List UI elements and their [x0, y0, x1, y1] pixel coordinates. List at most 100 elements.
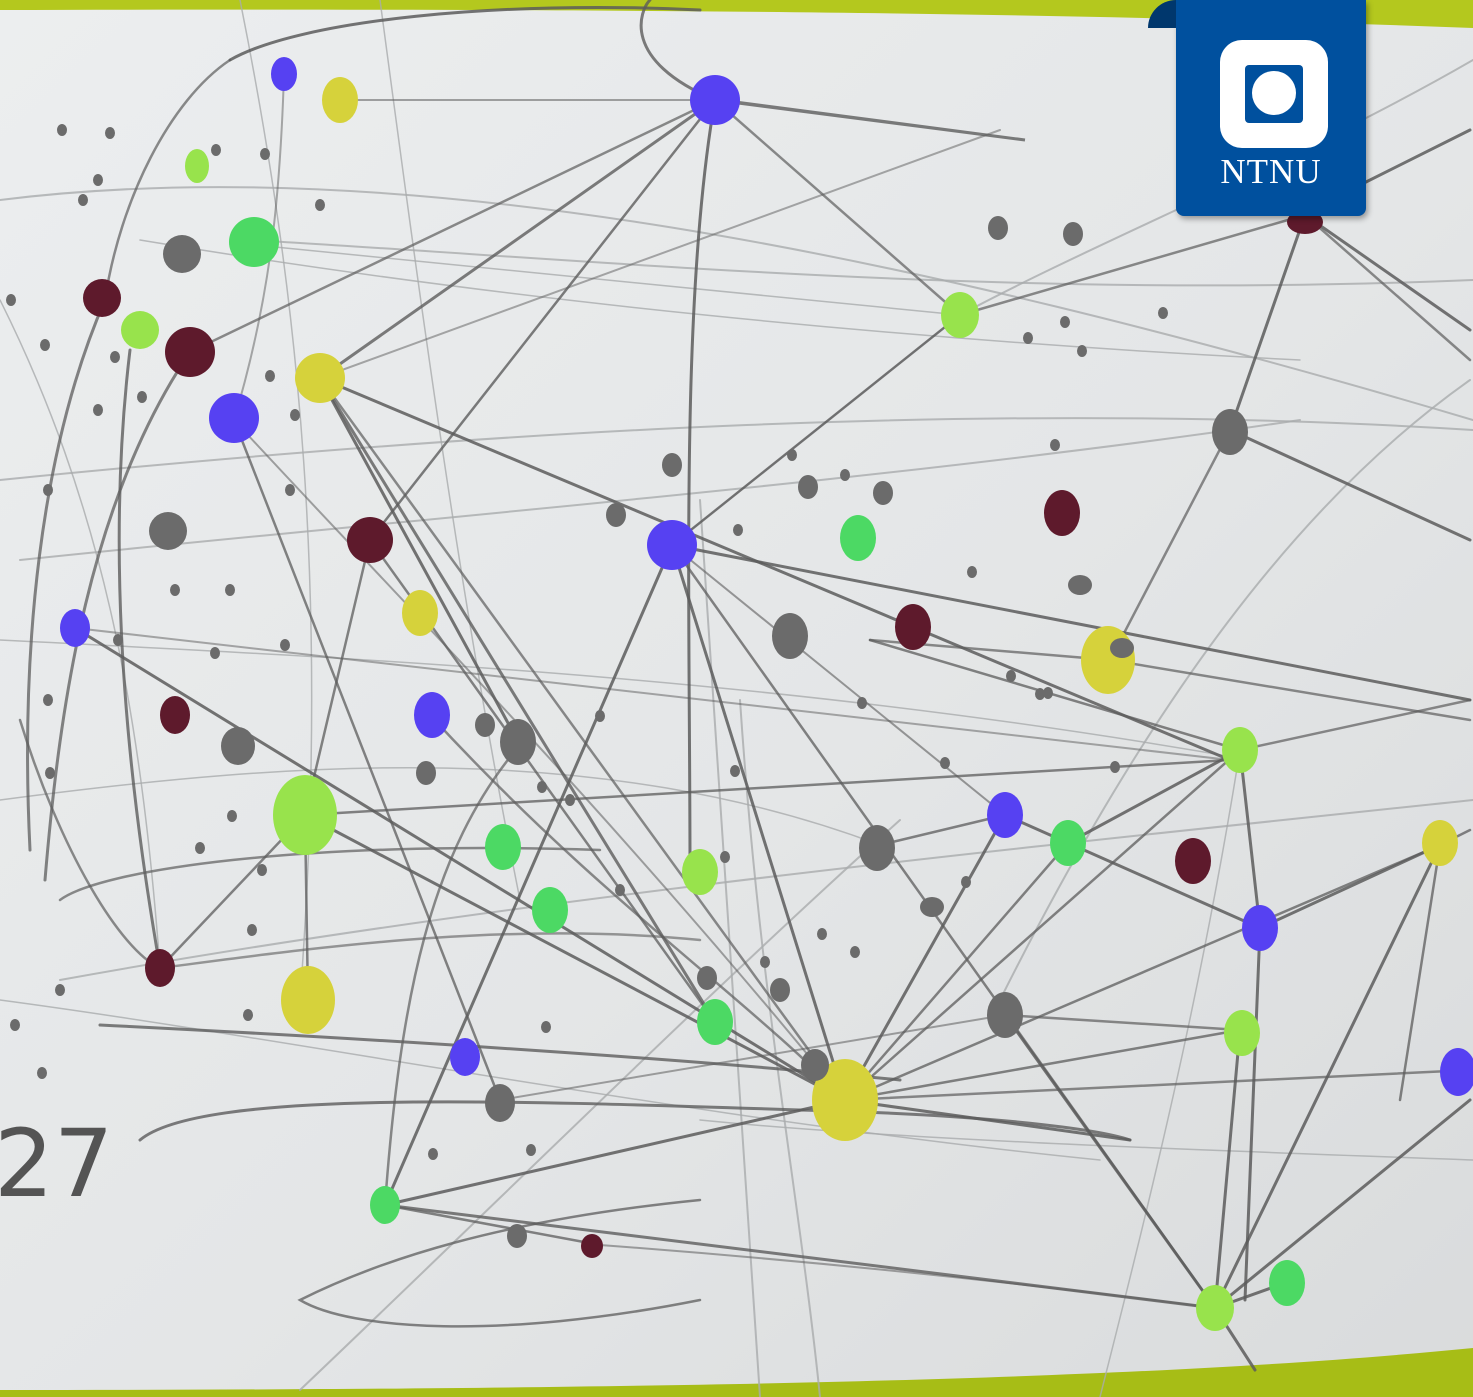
network-node	[770, 978, 790, 1002]
network-dot	[541, 1021, 551, 1033]
network-dot	[243, 1009, 253, 1021]
network-node	[1081, 626, 1135, 694]
network-dot	[257, 864, 267, 876]
network-node	[895, 604, 931, 650]
network-dot	[1060, 316, 1070, 328]
network-dot	[1023, 332, 1033, 344]
network-node	[402, 590, 438, 636]
network-node	[840, 515, 876, 561]
network-dot	[817, 928, 827, 940]
network-node	[647, 520, 697, 570]
network-dot	[850, 946, 860, 958]
network-node	[859, 825, 895, 871]
network-dot	[857, 697, 867, 709]
network-dot	[615, 884, 625, 896]
network-dot	[211, 144, 221, 156]
network-node	[145, 949, 175, 987]
network-dot	[110, 351, 120, 363]
network-node	[690, 75, 740, 125]
network-node	[160, 696, 190, 734]
network-node	[414, 692, 450, 738]
network-dot	[6, 294, 16, 306]
network-node	[1422, 820, 1458, 866]
network-node	[149, 512, 187, 550]
network-node	[1242, 905, 1278, 951]
network-dot	[428, 1148, 438, 1160]
network-node	[1044, 490, 1080, 536]
network-node	[532, 887, 568, 933]
network-dot	[733, 524, 743, 536]
network-node	[697, 966, 717, 990]
network-node	[1068, 575, 1092, 595]
network-node	[322, 77, 358, 123]
network-dot	[940, 757, 950, 769]
network-dot	[1043, 687, 1053, 699]
network-node	[416, 761, 436, 785]
network-node	[682, 849, 718, 895]
network-dot	[40, 339, 50, 351]
network-dot	[195, 842, 205, 854]
network-node	[697, 999, 733, 1045]
network-node	[221, 727, 255, 765]
network-node	[485, 824, 521, 870]
slide-number: 27	[0, 1118, 114, 1212]
network-node	[801, 1049, 829, 1081]
network-node	[281, 966, 335, 1034]
network-node	[83, 279, 121, 317]
network-dot	[105, 127, 115, 139]
network-node	[1196, 1285, 1234, 1331]
network-node	[185, 149, 209, 183]
network-node	[1212, 409, 1248, 455]
network-dot	[967, 566, 977, 578]
logo-text: NTNU	[1176, 152, 1366, 192]
network-dot	[210, 647, 220, 659]
network-node	[798, 475, 818, 499]
ntnu-logo-icon	[1220, 40, 1328, 148]
network-dot	[78, 194, 88, 206]
network-node	[500, 719, 536, 765]
network-node	[475, 713, 495, 737]
network-node	[347, 517, 393, 563]
network-node	[1222, 727, 1258, 773]
network-node	[873, 481, 893, 505]
network-dot	[265, 370, 275, 382]
network-dot	[55, 984, 65, 996]
network-dot	[113, 634, 123, 646]
network-dot	[93, 404, 103, 416]
network-node	[1063, 222, 1083, 246]
network-dot	[565, 794, 575, 806]
network-dot	[1006, 670, 1016, 682]
network-node	[987, 992, 1023, 1038]
network-dot	[93, 174, 103, 186]
network-dot	[43, 484, 53, 496]
network-node	[209, 393, 259, 443]
network-node	[165, 327, 215, 377]
network-node	[920, 897, 944, 917]
network-dot	[280, 639, 290, 651]
network-node	[507, 1224, 527, 1248]
network-node	[1050, 820, 1086, 866]
network-node	[450, 1038, 480, 1076]
network-dot	[787, 449, 797, 461]
network-dot	[285, 484, 295, 496]
network-dot	[137, 391, 147, 403]
network-node	[485, 1084, 515, 1122]
network-dot	[227, 810, 237, 822]
network-node	[662, 453, 682, 477]
network-node	[295, 353, 345, 403]
network-dot	[45, 767, 55, 779]
network-dot	[170, 584, 180, 596]
network-node	[988, 216, 1008, 240]
network-dot	[37, 1067, 47, 1079]
network-dot	[537, 781, 547, 793]
network-dot	[760, 956, 770, 968]
network-node	[606, 503, 626, 527]
network-dot	[290, 409, 300, 421]
network-dot	[840, 469, 850, 481]
network-dot	[1158, 307, 1168, 319]
network-node	[60, 609, 90, 647]
network-dot	[43, 694, 53, 706]
network-dot	[57, 124, 67, 136]
network-node	[987, 792, 1023, 838]
network-dot	[260, 148, 270, 160]
